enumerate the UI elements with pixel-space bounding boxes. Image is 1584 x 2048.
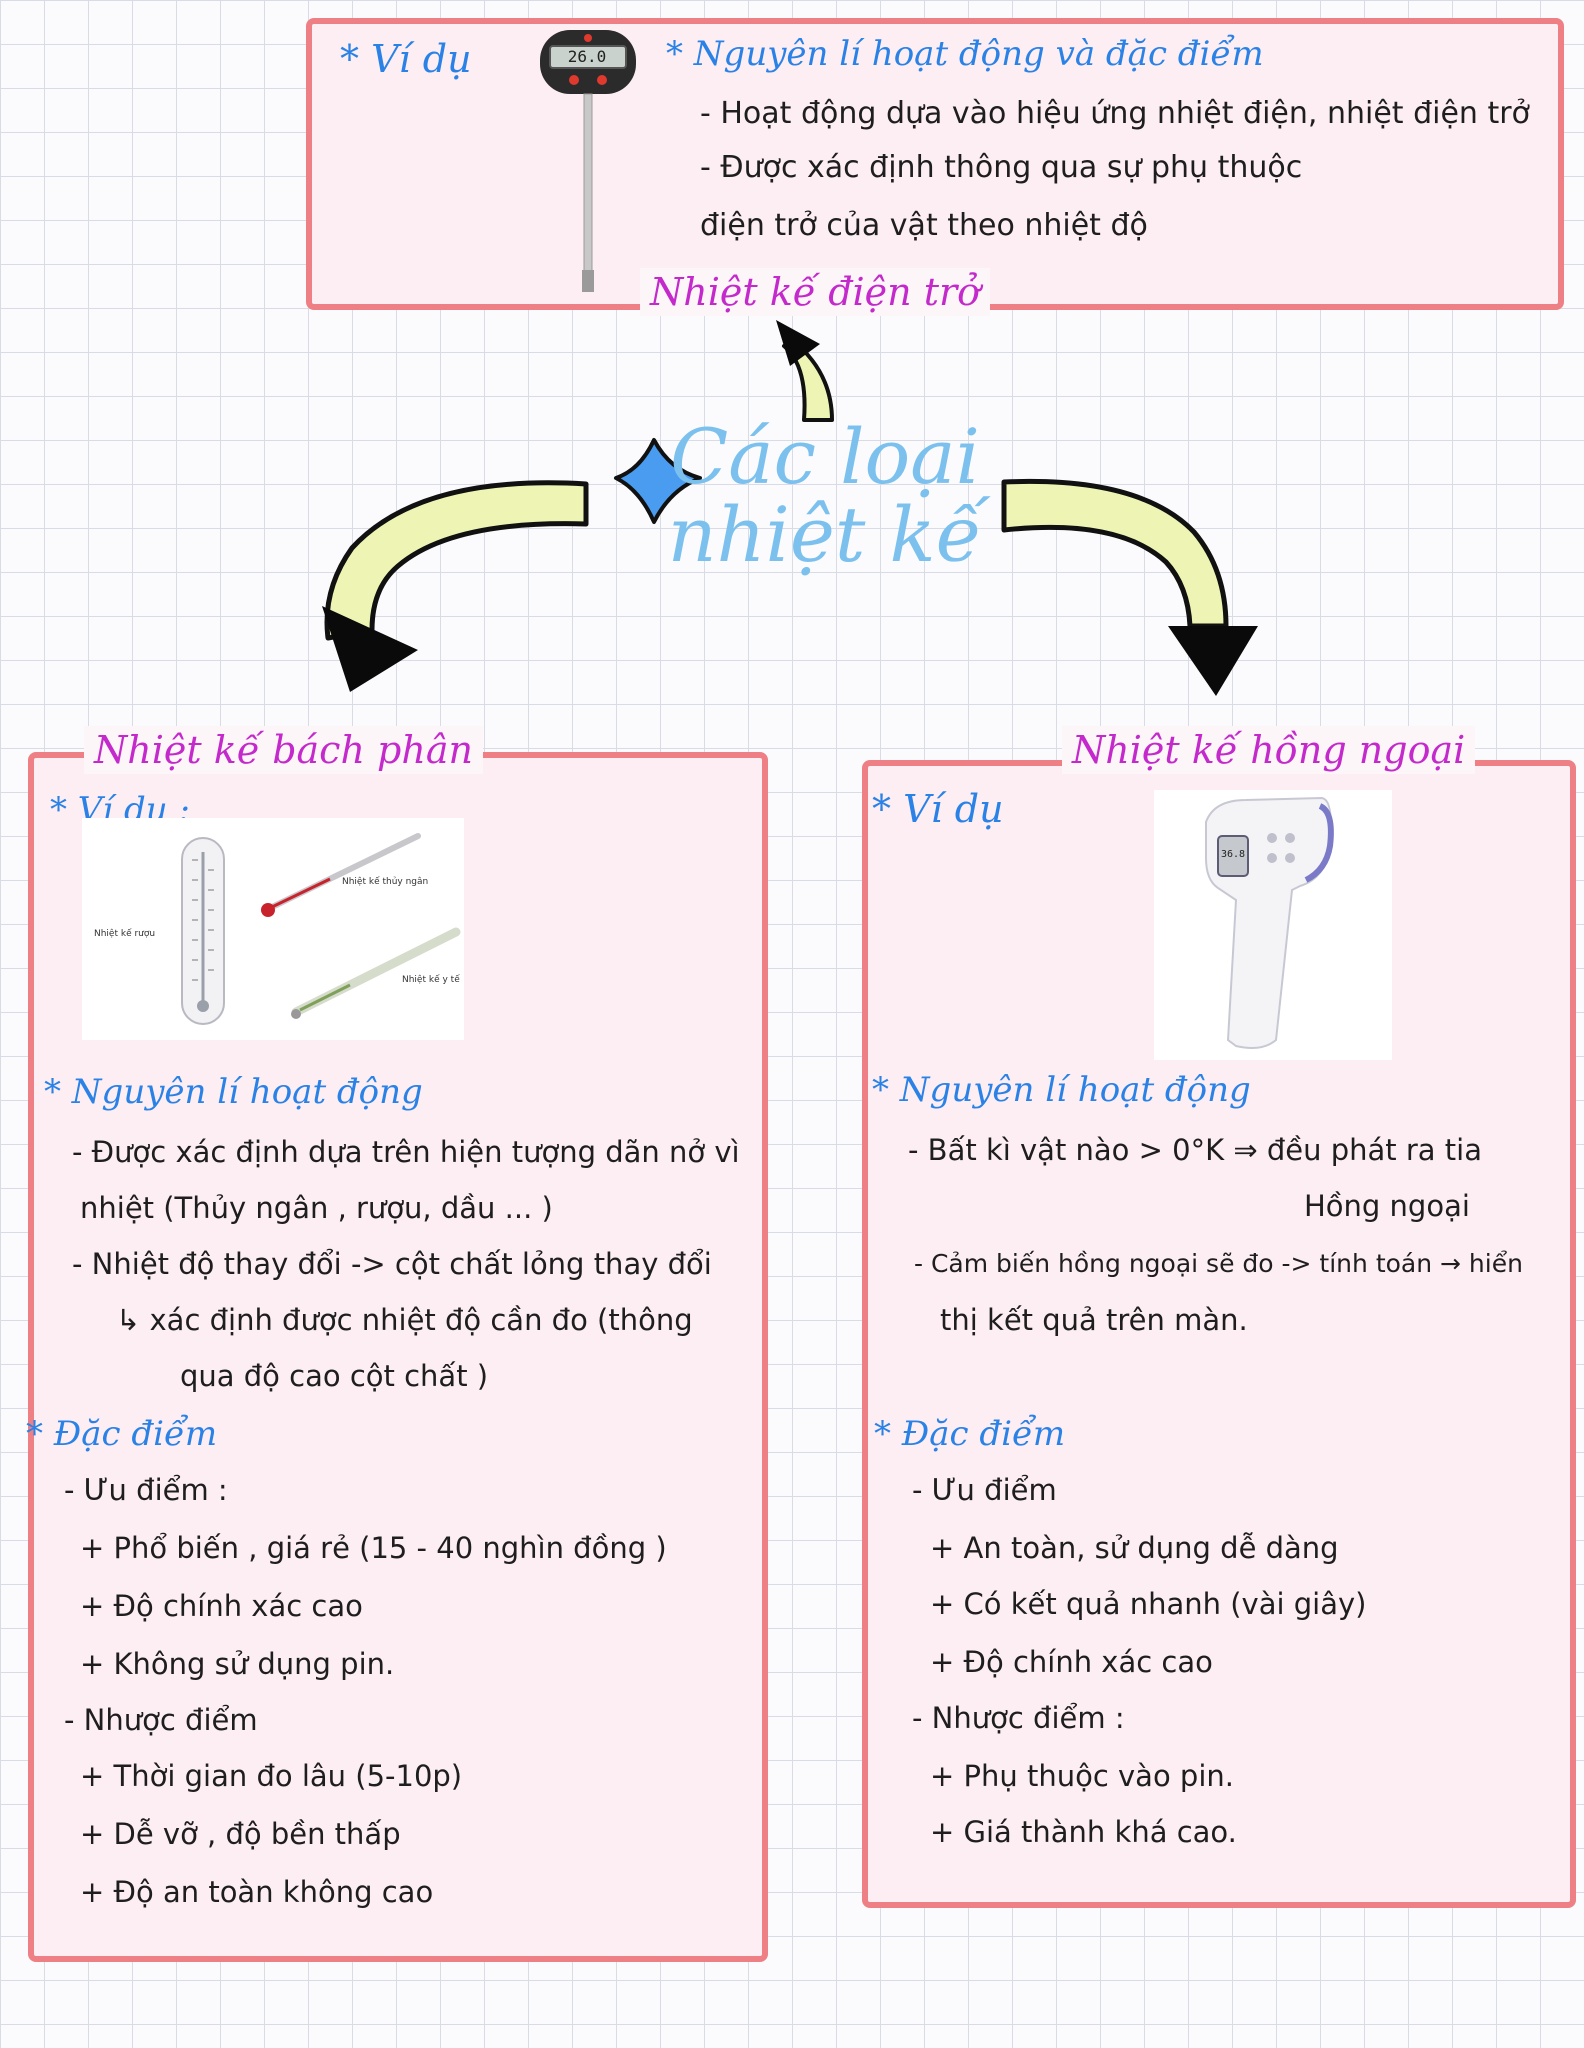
arrow-head-up (776, 320, 820, 366)
main-title: Các loại nhiệt kế (660, 418, 990, 574)
right-principle-line-2: Hồng ngoại (1304, 1189, 1470, 1223)
right-feature-line-2: + An toàn, sử dụng dễ dàng (930, 1531, 1339, 1565)
right-feature-line-6: + Phụ thuộc vào pin. (930, 1759, 1234, 1793)
infrared-display-reading: 36.8 (1220, 849, 1246, 860)
right-principle-line-1: - Bất kì vật nào > 0°K ⇒ đều phát ra tia (908, 1133, 1482, 1167)
main-title-line-1: Các loại (670, 412, 980, 501)
alcohol-thermometer-label: Nhiệt kế rượu (94, 929, 156, 939)
left-principle-line-1: - Được xác định dựa trên hiện tượng dãn … (72, 1135, 740, 1169)
right-principle-line-3: - Cảm biến hồng ngoại sẽ đo -> tính toán… (914, 1249, 1523, 1278)
left-principle-heading: * Nguyên lí hoạt động (44, 1072, 423, 1112)
left-feature-line-4: + Không sử dụng pin. (80, 1647, 395, 1681)
top-example-label: * Ví dụ (340, 37, 472, 81)
left-principle-line-5: qua độ cao cột chất ) (180, 1359, 489, 1393)
left-feature-line-3: + Độ chính xác cao (80, 1589, 363, 1623)
right-principle-heading: * Nguyên lí hoạt động (872, 1070, 1251, 1110)
right-feature-line-5: - Nhược điểm : (912, 1701, 1125, 1735)
left-feature-line-2: + Phổ biến , giá rẻ (15 - 40 nghìn đồng … (80, 1531, 667, 1565)
mercury-thermometer-label: Nhiệt kế thủy ngân (342, 877, 429, 887)
right-principle-line-4: thị kết quả trên màn. (940, 1303, 1248, 1337)
right-features-heading: * Đặc điểm (874, 1414, 1066, 1454)
right-feature-line-7: + Giá thành khá cao. (930, 1815, 1237, 1849)
arrow-to-resistance (782, 338, 834, 422)
arrow-to-infrared (1001, 478, 1229, 629)
infrared-thermometer-title: Nhiệt kế hồng ngoại (1062, 726, 1476, 774)
medical-thermometer-label: Nhiệt kế y tế (402, 975, 460, 985)
top-principle-heading: * Nguyên lí hoạt động và đặc điểm (666, 34, 1264, 74)
resistance-thermometer-title: Nhiệt kế điện trở (640, 268, 991, 316)
top-line-1: - Hoạt động dựa vào hiệu ứng nhiệt điện,… (700, 96, 1530, 131)
right-example-label: * Ví dụ (872, 787, 1004, 831)
top-line-2: - Được xác định thông qua sự phụ thuộc (700, 150, 1303, 185)
right-feature-line-1: - Ưu điểm (912, 1473, 1057, 1507)
left-feature-line-8: + Độ an toàn không cao (80, 1875, 434, 1909)
left-feature-line-7: + Dễ vỡ , độ bền thấp (80, 1817, 401, 1851)
left-feature-line-6: + Thời gian đo lâu (5-10p) (80, 1759, 463, 1793)
left-principle-line-3: - Nhiệt độ thay đổi -> cột chất lỏng tha… (72, 1247, 712, 1281)
main-title-line-2: nhiệt kế (667, 490, 983, 579)
right-feature-line-4: + Độ chính xác cao (930, 1645, 1213, 1679)
arrow-head-right (1168, 626, 1258, 696)
celsius-thermometer-title: Nhiệt kế bách phân (84, 726, 483, 774)
left-principle-line-4: ↳ xác định được nhiệt độ cần đo (thông (116, 1303, 693, 1337)
resistance-thermometer-box (306, 18, 1564, 310)
right-feature-line-3: + Có kết quả nhanh (vài giây) (930, 1587, 1367, 1621)
arrow-head-left (322, 606, 418, 692)
left-features-heading: * Đặc điểm (26, 1414, 218, 1454)
arrow-to-celsius (324, 480, 589, 641)
top-line-3: điện trở của vật theo nhiệt độ (700, 208, 1148, 243)
left-principle-line-2: nhiệt (Thủy ngân , rượu, dầu ... ) (80, 1191, 553, 1225)
infrared-thermometer-image (1154, 790, 1392, 1060)
probe-display-reading: 26.0 (567, 47, 607, 66)
left-feature-line-1: - Ưu điểm : (64, 1473, 228, 1507)
left-feature-line-5: - Nhược điểm (64, 1703, 258, 1737)
